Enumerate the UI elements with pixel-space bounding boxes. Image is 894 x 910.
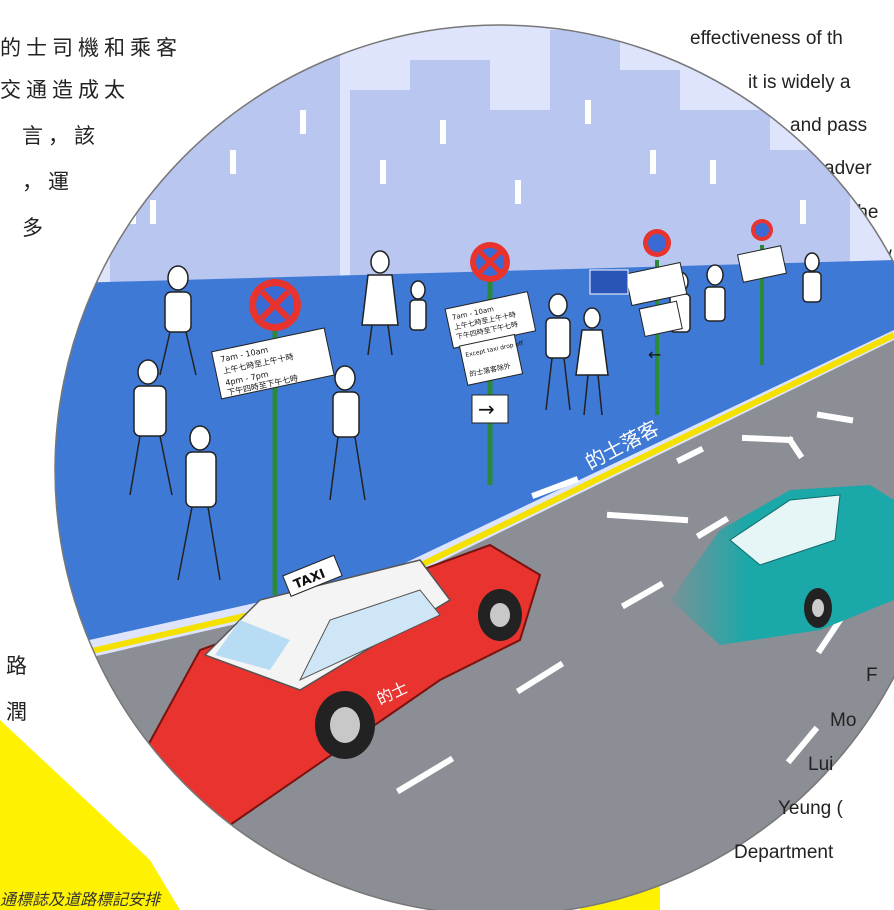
no-stopping-signs: 7am - 10am 上午七時至上午十時 4pm - 7pm 下午四時至下午七時…: [211, 219, 788, 595]
teal-car: [670, 485, 894, 645]
chinese-text-edge: 路: [6, 654, 32, 678]
chinese-text-edge: 潤: [6, 700, 32, 724]
caption: 通標誌及道路標記安排: [0, 890, 161, 909]
english-text-line: it is widely a: [748, 72, 851, 93]
circle-border: [54, 24, 894, 910]
chinese-text-line: 言，該: [22, 124, 100, 148]
signature-line: Mo: [830, 710, 857, 731]
signature-line: F: [866, 665, 878, 686]
street-name-sign: [589, 269, 629, 295]
english-text-line: and pass: [790, 115, 868, 136]
chinese-text-line: 多: [22, 216, 48, 240]
svg-text:→: →: [478, 397, 495, 421]
red-taxi: TAXI 的士: [138, 543, 542, 837]
chinese-text-line: 交通造成太: [0, 78, 130, 102]
chinese-text-line: ，運: [22, 170, 74, 194]
svg-text:←: ←: [648, 345, 661, 364]
signature-line: Lui: [808, 754, 834, 775]
english-text-line: adver: [824, 158, 872, 179]
signature-line: Yeung (: [778, 798, 843, 819]
signature-line: Department: [734, 842, 834, 863]
english-text-line: effectiveness of th: [690, 28, 843, 49]
chinese-text-line: 的士司機和乘客: [0, 36, 182, 60]
